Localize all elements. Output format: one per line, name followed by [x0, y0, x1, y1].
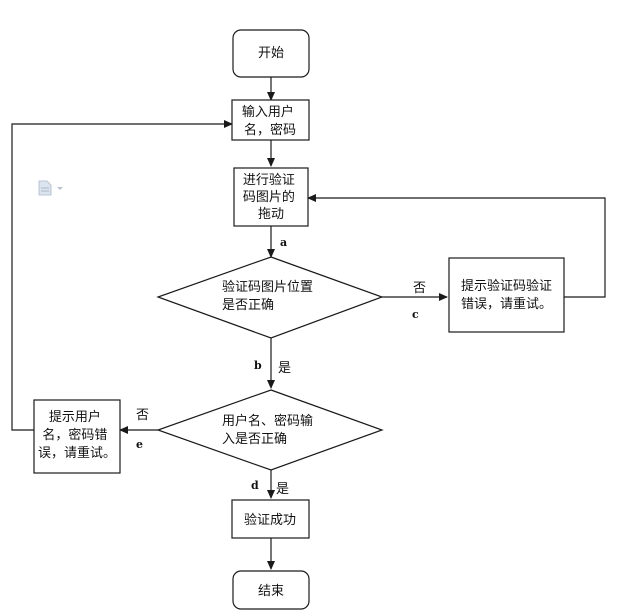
- start-node: 开始: [232, 29, 310, 78]
- edge-credential-error-back-to-input: [11, 120, 233, 431]
- credential-error-label: 提示用户 名，密码错 误，请重试。: [38, 409, 116, 461]
- document-icon: [38, 180, 63, 196]
- check-position-decision: 验证码图片位置 是否正确: [156, 256, 384, 339]
- credential-error-node: 提示用户 名，密码错 误，请重试。: [33, 399, 121, 474]
- edge-c-label: 否: [413, 281, 426, 296]
- input-node-label: 输入用户 名，密码: [242, 104, 298, 138]
- edge-captcha-error-back-to-drag: [307, 194, 606, 298]
- edge-d-label: 是: [276, 482, 289, 497]
- success-node-label: 验证成功: [244, 512, 296, 528]
- edge-e-letter: e: [136, 438, 143, 451]
- start-node-label: 开始: [258, 46, 284, 61]
- check-position-label: 验证码图片位置 是否正确: [222, 279, 317, 313]
- edge-d-letter: d: [251, 479, 259, 492]
- edge-e-label: 否: [136, 408, 149, 423]
- input-node: 输入用户 名，密码: [231, 99, 310, 141]
- check-credentials-label: 用户名、密码输 入是否正确: [222, 413, 317, 447]
- success-node: 验证成功: [231, 499, 310, 539]
- check-credentials-decision: 用户名、密码输 入是否正确: [156, 389, 384, 471]
- drag-node: 进行验证 码图片的 拖动: [233, 167, 309, 227]
- edge-a-letter: a: [280, 236, 287, 249]
- captcha-error-label: 提示验证码验证 错误，请重试。: [461, 278, 556, 312]
- edge-b-label: 是: [278, 361, 291, 376]
- end-node: 结束: [232, 570, 310, 610]
- captcha-error-node: 提示验证码验证 错误，请重试。: [448, 257, 565, 333]
- edge-c-letter: c: [412, 308, 419, 321]
- end-node-label: 结束: [258, 584, 284, 599]
- drag-node-label: 进行验证 码图片的 拖动: [243, 172, 299, 222]
- edge-b-letter: b: [254, 359, 262, 372]
